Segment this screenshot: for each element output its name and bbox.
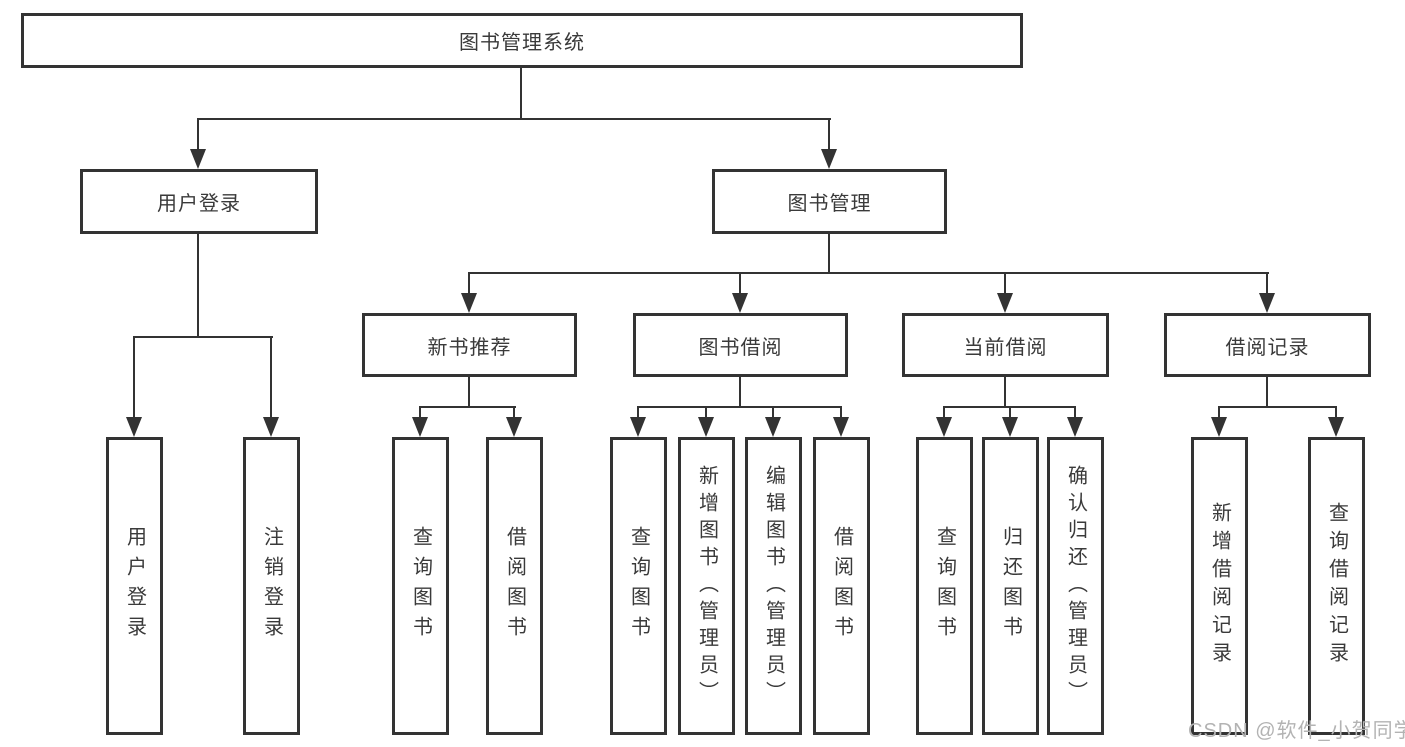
leaf-borrow-edit-book: 编辑图书（管理员） [745,437,802,735]
leaf-user-login: 用户登录 [106,437,163,735]
connector-arrow-line [1074,406,1076,418]
connector-level1-hline [197,118,831,120]
leaf-current-query-label: 查询图书 [933,526,956,646]
leaf-current-return-label: 归还图书 [999,526,1022,646]
arrow-down-icon [1067,417,1083,437]
leaf-current-confirm-return: 确认归还（管理员） [1047,437,1104,735]
leaf-user-login-label: 用户登录 [123,526,146,646]
node-new-book-recommend: 新书推荐 [362,313,577,377]
leaf-newbook-borrow: 借阅图书 [486,437,543,735]
connector-record-stub [1266,377,1268,408]
leaf-borrow-book: 借阅图书 [813,437,870,735]
node-borrow-record: 借阅记录 [1164,313,1371,377]
leaf-current-query: 查询图书 [916,437,973,735]
connector-arrow-line [1335,406,1337,418]
arrow-down-icon [997,293,1013,313]
connector-arrow-line [840,406,842,418]
leaf-borrow-add-book: 新增图书（管理员） [678,437,735,735]
arrow-down-icon [412,417,428,437]
arrow-down-icon [936,417,952,437]
connector-newbook-hline [419,406,516,408]
node-book-borrow: 图书借阅 [633,313,848,377]
connector-arrow-line [943,406,945,418]
arrow-down-icon [461,293,477,313]
leaf-borrow-query-label: 查询图书 [627,526,650,646]
leaf-record-query-label: 查询借阅记录 [1325,502,1348,670]
connector-arrow-line [513,406,515,418]
connector-arrow-line [468,272,470,294]
connector-arrow-line [1009,406,1011,418]
connector-currentborrow-stub [1004,377,1006,408]
connector-arrow-line [739,272,741,294]
leaf-borrow-edit-book-label: 编辑图书（管理员） [762,464,785,708]
connector-arrow-line [637,406,639,418]
arrow-down-icon [630,417,646,437]
connector-arrow-line [270,336,272,418]
node-book-management-label: 图书管理 [787,193,872,215]
node-book-management: 图书管理 [712,169,947,234]
arrow-down-icon [1211,417,1227,437]
connector-arrow-line [133,336,135,418]
arrow-down-icon [1328,417,1344,437]
leaf-record-add: 新增借阅记录 [1191,437,1248,735]
node-root-label: 图书管理系统 [459,32,585,54]
connector-root-stub [520,68,522,118]
connector-bookborrow-stub [739,377,741,408]
connector-arrow-line [1266,272,1268,294]
leaf-record-add-label: 新增借阅记录 [1208,502,1231,670]
connector-arrow-line [1004,272,1006,294]
connector-arrow-line [1218,406,1220,418]
node-borrow-record-label: 借阅记录 [1225,336,1310,359]
node-user-login-label: 用户登录 [157,193,241,215]
csdn-watermark: CSDN @软件_小贺同学 [1188,720,1405,742]
leaf-current-confirm-return-label: 确认归还（管理员） [1064,464,1087,708]
leaf-record-query: 查询借阅记录 [1308,437,1365,735]
connector-bookborrow-hline [637,406,842,408]
connector-level2-hline [468,272,1269,274]
connector-arrow-book-mgmt-line [828,118,830,151]
node-new-book-recommend-label: 新书推荐 [427,336,512,359]
leaf-newbook-query-label: 查询图书 [409,526,432,646]
leaf-logout-label: 注销登录 [260,526,283,646]
arrow-down-icon [732,293,748,313]
arrow-down-icon [263,417,279,437]
connector-bookmgmt-stub [828,233,830,274]
connector-arrow-user-login-line [197,118,199,151]
connector-arrow-line [772,406,774,418]
arrow-down-icon [698,417,714,437]
node-current-borrow-label: 当前借阅 [963,336,1048,359]
connector-userlogin-stub [197,233,199,338]
arrow-down-icon [506,417,522,437]
arrow-down-icon [190,149,206,169]
arrow-down-icon [821,149,837,169]
connector-record-hline [1218,406,1337,408]
connector-newbook-stub [468,377,470,408]
node-user-login: 用户登录 [80,169,318,234]
arrow-down-icon [1002,417,1018,437]
connector-userlogin-hline [133,336,273,338]
leaf-current-return: 归还图书 [982,437,1039,735]
node-current-borrow: 当前借阅 [902,313,1109,377]
arrow-down-icon [765,417,781,437]
leaf-newbook-borrow-label: 借阅图书 [503,526,526,646]
node-book-borrow-label: 图书借阅 [698,336,783,359]
leaf-logout: 注销登录 [243,437,300,735]
connector-arrow-line [419,406,421,418]
leaf-borrow-query: 查询图书 [610,437,667,735]
leaf-newbook-query: 查询图书 [392,437,449,735]
arrow-down-icon [126,417,142,437]
node-root: 图书管理系统 [21,13,1023,68]
arrow-down-icon [833,417,849,437]
connector-arrow-line [705,406,707,418]
arrow-down-icon [1259,293,1275,313]
leaf-borrow-add-book-label: 新增图书（管理员） [695,464,718,708]
leaf-borrow-book-label: 借阅图书 [830,526,853,646]
